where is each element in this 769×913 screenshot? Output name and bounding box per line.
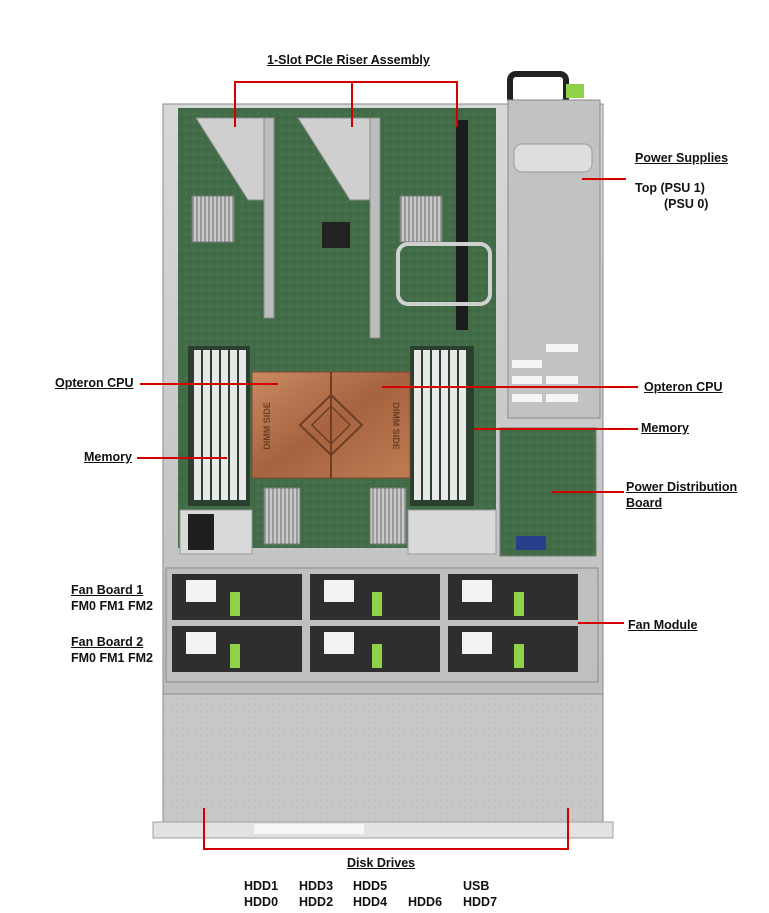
label-usb: USB [463,879,490,893]
label-cpu-right: Opteron CPU [644,380,723,394]
label-hdd6: HDD6 [408,895,443,909]
label-hdd1: HDD1 [244,879,279,893]
cpu-heatsink: DIMM SIDE DIMM SIDE [251,371,411,479]
label-psu-bottom: (PSU 0) [664,197,709,211]
chipset-heatsink-left [191,195,235,243]
leader-cpu-right [382,386,638,388]
vrm-heatsink-right [369,487,407,545]
leader-memory-right [474,428,638,430]
leader-memory-left [137,457,227,459]
leader-riser-right [456,81,458,127]
label-fan-board-2-fans: FM0 FM1 FM2 [71,651,153,665]
leader-disk-left [203,808,205,850]
label-cpu-left: Opteron CPU [55,376,134,390]
label-fan-board-1-fans: FM0 FM1 FM2 [71,599,153,613]
label-psu-top: Top (PSU 1) [635,181,705,195]
label-hdd7: HDD7 [463,895,498,909]
leader-cpu-left [140,383,278,385]
pcie-risers [195,117,468,339]
chipset-heatsink-right [399,195,443,243]
cable-bundle [396,242,492,306]
power-supplies [507,71,601,419]
label-riser-assembly: 1-Slot PCIe Riser Assembly [267,53,430,67]
label-hdd4: HDD4 [353,895,388,909]
label-disk-drives: Disk Drives [347,856,416,870]
connector-block [188,514,214,550]
pdb-connector [516,536,546,550]
leader-riser-horizontal [234,81,458,83]
label-fan-board-2: Fan Board 2 [71,635,144,649]
leader-disk-right [567,808,569,850]
label-hdd0: HDD0 [244,895,279,909]
label-memory-left: Memory [84,450,132,464]
memory-dimms-right [410,346,474,506]
leader-psu [582,178,626,180]
leader-fan-module [578,622,624,624]
bezel-label [254,824,364,834]
leader-disk-horizontal [203,848,569,850]
heatsink-text-right: DIMM SIDE [391,402,401,450]
label-pdb-line1: Power Distribution [626,480,738,494]
leader-pdb [552,491,624,493]
label-fan-board-1: Fan Board 1 [71,583,144,597]
leader-riser-middle [351,81,353,127]
label-power-supplies: Power Supplies [635,151,729,165]
label-pdb-line2: Board [626,496,663,510]
label-memory-right: Memory [641,421,689,435]
disk-bay [162,693,604,823]
front-bezel [152,821,614,839]
chip [322,222,350,248]
label-hdd2: HDD2 [299,895,334,909]
memory-dimms-left [188,346,250,506]
vrm-heatsink-left [263,487,301,545]
heatsink-text-left: DIMM SIDE [262,402,272,450]
label-hdd3: HDD3 [299,879,334,893]
label-hdd5: HDD5 [353,879,388,893]
leader-riser-left [234,81,236,127]
label-fan-module: Fan Module [628,618,698,632]
fan-modules [165,567,599,683]
air-baffle-right [407,509,497,555]
